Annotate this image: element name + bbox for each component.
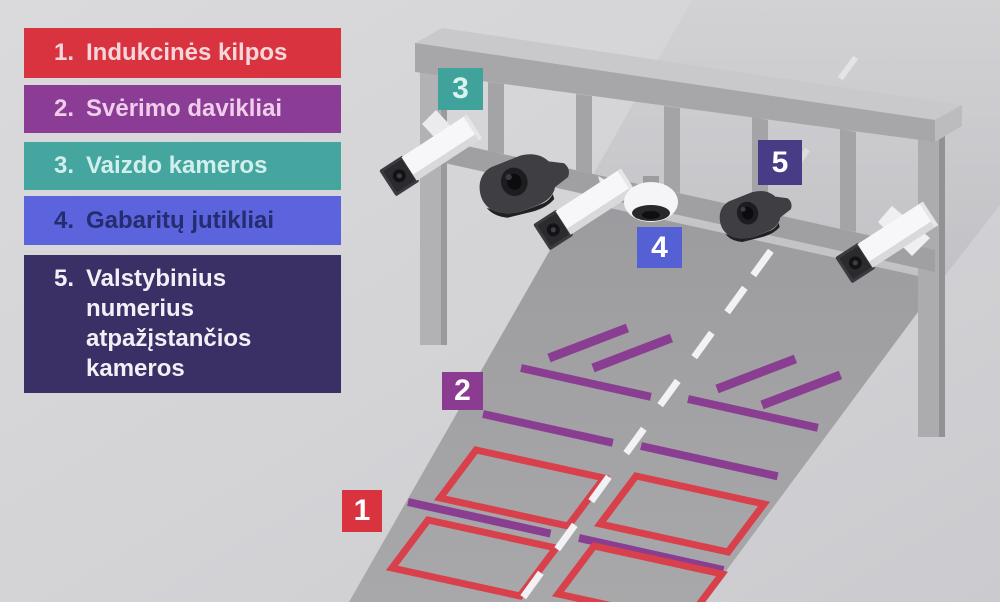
sensor-strip-transverse [482,410,614,447]
lane-dash [554,522,578,552]
legend-item-label: Gabaritų jutikliai [86,206,275,234]
lane-dash [691,330,715,360]
gantry-post [664,106,680,193]
gantry-posts [488,82,856,232]
legend-item-weighing-sensors: 2. Svėrimo davikliai [24,85,341,133]
sensor-strip-transverse [520,364,652,401]
far-lane-dash [837,55,859,81]
badge-1: 1 [342,490,382,532]
badge-3-number: 3 [452,72,469,105]
gantry-post [488,82,504,154]
legend-item-video-cameras: 3. Vaizdo kameros [24,142,341,190]
badge-4-number: 4 [651,230,668,264]
road-surface [349,201,941,602]
legend-item-label: Svėrimo davikliai [86,95,283,122]
legend-item-number: 4. [54,206,75,234]
gantry-beam-top-face [415,28,962,120]
lane-dash [623,426,647,456]
gantry-post [576,94,592,174]
gantry-right-pillar [918,118,945,437]
legend-item-label: Vaizdo kameros [86,152,268,179]
sensor-strip-diagonal [547,323,630,363]
center-line [520,248,774,600]
badge-2-number: 2 [454,374,471,407]
lane-dash [588,474,612,504]
induction-loop [551,542,729,602]
sensor-strip-transverse [687,395,819,432]
induction-loop [593,472,771,556]
legend-item-number: 1. [54,39,75,66]
legend-item-label: Indukcinės kilpos [86,39,288,66]
gantry-beam-end-cap [935,105,962,142]
gantry-post [840,129,856,232]
lane-dash [520,570,544,600]
lane-dash [657,378,681,408]
lane-dash [724,285,748,315]
legend-item-plate-recognition-cameras: 5. Valstybinius numerius atpažįstančios … [24,255,341,393]
sensor-strip-transverse [640,442,779,481]
legend-item-label: Valstybinius numerius atpažįstančios kam… [86,265,252,382]
legend-item-dimension-sensors: 4. Gabaritų jutikliai [24,196,341,245]
sensor-strip-diagonal [760,370,843,410]
badge-4: 4 [637,227,682,268]
badge-2: 2 [442,372,483,410]
sensor-strip-transverse [407,498,552,538]
badge-1-number: 1 [353,494,371,527]
badge-3: 3 [438,68,483,110]
lane-dash [750,248,774,278]
gantry-top-chord [415,43,935,142]
sensor-strip-diagonal [715,354,798,394]
legend-item-number: 5. [54,265,75,292]
badge-5-number: 5 [771,145,789,179]
badge-5: 5 [758,140,802,185]
legend-item-number: 3. [54,152,75,179]
legend-item-number: 2. [54,95,75,122]
sensor-strip-diagonal [591,333,674,373]
legend-item-induction-loops: 1. Indukcinės kilpos [24,28,341,78]
